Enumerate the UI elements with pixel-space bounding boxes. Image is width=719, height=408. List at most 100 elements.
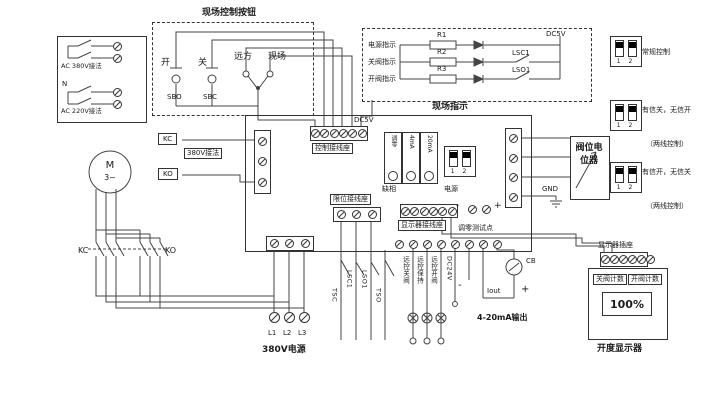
terminal — [438, 206, 448, 216]
dip-switch-two-wire-open: 1 2 — [610, 162, 642, 193]
power-380v-title: 380V电源 — [262, 345, 306, 355]
board-dip-switch: 1 2 — [444, 146, 476, 177]
control-terminal-label: 控制接线座 — [312, 143, 353, 154]
sbc-label: SBC — [203, 93, 218, 101]
terminal — [320, 129, 330, 138]
ko-contact-label: KO — [165, 246, 177, 255]
zero-test-label: 调零测试点 — [458, 224, 493, 232]
dip-label-open-on-signal: 有信开，无信关 — [642, 168, 691, 176]
opening-value-display: 100% — [602, 292, 652, 316]
phase-loss-label: 缺相 — [382, 185, 396, 193]
r2-label: R2 — [437, 48, 447, 56]
lso1-label: LSO1 — [512, 66, 531, 74]
terminal — [352, 210, 362, 219]
field-indication-title: 现场指示 — [432, 102, 469, 112]
terminal — [410, 206, 420, 216]
dip-slots — [449, 150, 471, 167]
lsc-wire-label: LSC1 — [345, 270, 354, 289]
motor-and-contactor-symbols — [88, 150, 304, 309]
zero-trim-label: 调零 — [390, 135, 397, 147]
power-input-wires — [273, 249, 305, 312]
terminal — [478, 240, 488, 249]
dip-slot — [615, 104, 624, 121]
tsc-label: TSC — [330, 288, 339, 303]
display-socket-label: 显示器插座 — [598, 241, 633, 249]
terminal — [601, 255, 610, 264]
l2-terminal — [284, 312, 295, 323]
motor-phase-label: 3~ — [104, 173, 116, 182]
dip-numbers: 1 2 — [616, 58, 636, 65]
display-terminal-strip — [400, 204, 458, 218]
opening-display-box — [588, 268, 668, 340]
dip-slot — [449, 150, 458, 167]
valve-potentiometer-wires — [516, 137, 597, 208]
dc5v-indication-label: DC5V — [546, 30, 566, 38]
terminal — [464, 240, 474, 249]
twentyma-trim-label: 20mA — [426, 135, 433, 153]
open-count-label: 开阀计数 — [628, 274, 662, 285]
kc-contact-label: KC — [78, 246, 89, 255]
terminal — [447, 206, 457, 216]
wiring-380v-label: 380V接法 — [184, 148, 223, 159]
field-indication-symbols — [399, 36, 561, 84]
dip-numbers: 1 2 — [616, 122, 636, 129]
terminal — [300, 239, 310, 248]
power-board-label: 电源 — [444, 185, 458, 193]
l1-terminal — [269, 312, 280, 323]
display-socket-strip — [600, 252, 655, 267]
twentyma-trim-pot: 20mA — [420, 132, 438, 184]
sbo-label: SBO — [167, 93, 182, 101]
close-indicator-label: 关阀指示 — [368, 58, 396, 66]
dip-slot — [615, 40, 624, 57]
dip-label-two-wire-1: （两线控制） — [646, 140, 688, 148]
motor-label: M — [105, 160, 115, 171]
ac-terminal — [113, 100, 122, 109]
l2-label: L2 — [283, 329, 292, 337]
gnd-label: GND — [542, 185, 559, 193]
field-control-symbols — [170, 31, 373, 126]
current-output-symbols — [468, 246, 523, 299]
terminal — [270, 239, 280, 248]
close-count-label: 关阀计数 — [593, 274, 627, 285]
dip-slot — [462, 150, 471, 167]
ac-box-symbols — [67, 39, 113, 105]
ac-terminal — [113, 88, 122, 97]
remote-control-wires — [407, 248, 458, 345]
open-label: 开 — [161, 58, 171, 68]
board-right-terminal-strip — [505, 128, 522, 208]
power-terminal-strip — [266, 236, 314, 251]
dip-label-normal-control: 常规控制 — [642, 48, 670, 56]
dip-slot — [615, 166, 624, 183]
output-plus-label: + — [521, 284, 530, 295]
terminal — [258, 157, 267, 167]
terminal — [357, 129, 367, 138]
remote-hold-label: 远控保持 — [415, 256, 424, 284]
limit-switch-wires — [340, 220, 395, 340]
limit-terminal-label: 限位接线座 — [330, 194, 371, 205]
dip-slots — [615, 166, 637, 183]
power-indicator-label: 电源指示 — [368, 41, 396, 49]
terminal — [337, 210, 347, 219]
tso-label: TSO — [374, 288, 383, 303]
test-minus-label: - — [456, 201, 460, 211]
terminal — [311, 129, 321, 138]
field-indication-box — [362, 28, 592, 102]
terminal — [348, 129, 358, 138]
terminal — [492, 240, 502, 249]
pot-knob — [424, 171, 434, 181]
control-terminal-strip — [310, 126, 368, 141]
opening-display-title: 开度显示器 — [597, 344, 643, 354]
terminal — [408, 240, 418, 249]
output-minus-label: - — [458, 280, 462, 291]
dip-numbers: 1 2 — [450, 168, 470, 175]
local-label: 现场 — [268, 52, 287, 62]
terminal — [509, 173, 518, 183]
output-4-20ma-label: 4-20mA输出 — [477, 313, 528, 322]
field-control-box — [152, 22, 314, 116]
pot-knob — [388, 171, 398, 181]
dip-label-close-on-signal: 有信关，无信开 — [642, 106, 691, 114]
ac-wiring-box — [57, 36, 147, 123]
remote-close-label: 远控关阀 — [401, 256, 410, 284]
ac220-label: AC 220V接法 — [61, 107, 102, 115]
